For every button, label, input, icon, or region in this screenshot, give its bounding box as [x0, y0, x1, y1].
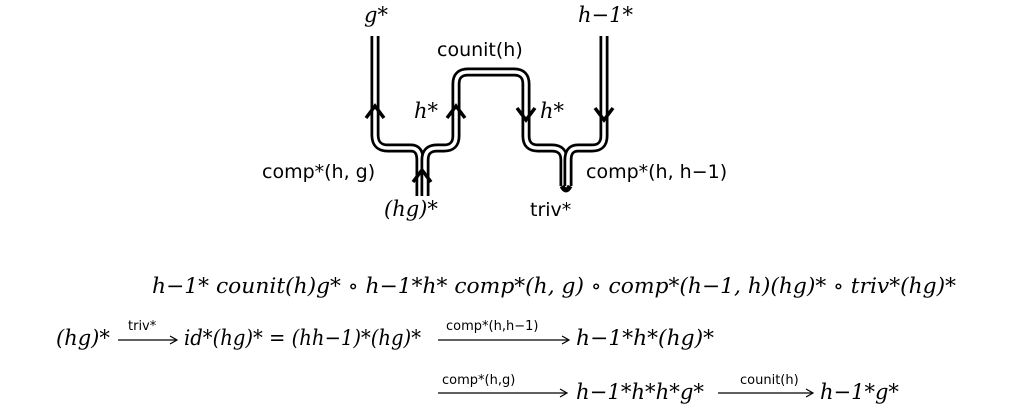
label-counit: counit(h)	[437, 39, 523, 61]
string-g-star	[370, 36, 425, 196]
arrow-up-left	[364, 103, 386, 120]
arrow-down-h-star	[515, 106, 537, 123]
eq2-arrow-label: triv*	[128, 319, 157, 334]
label-triv: triv*	[530, 199, 571, 221]
label-hg-star: (hg)*	[384, 197, 438, 221]
eq3-arrow1-label: comp*(h,g)	[442, 373, 515, 388]
eq2-left: (hg)*	[56, 326, 110, 350]
label-comp-lower-star: comp*(h, g)	[262, 161, 375, 183]
eq3-right: h−1*g*	[820, 380, 899, 404]
arrow-up-hg	[411, 167, 433, 184]
label-h-star-up: h*	[540, 99, 565, 123]
label-h-star-low: h*	[414, 99, 439, 123]
string-h-inv-star	[563, 36, 609, 186]
label-g-star: g*	[364, 3, 388, 27]
eq3-arrow-1	[438, 388, 569, 398]
eq3-arrow-2	[718, 388, 815, 398]
eq2-arrow-2	[438, 335, 571, 345]
eq2-right: h−1*h*(hg)*	[576, 326, 715, 350]
eq3-mid: h−1*h*h*g*	[576, 380, 704, 404]
label-h-inv-star-top: h−1*	[578, 3, 633, 27]
label-comp-upper-star: comp*(h, h−1)	[586, 161, 727, 183]
eq2-middle: id*(hg)* = (hh−1)*(hg)*	[184, 326, 421, 350]
eq2-arrow-1	[118, 335, 179, 345]
arrow-up-mid	[445, 103, 467, 120]
eq2-arrow2-label: comp*(h,h−1)	[446, 319, 538, 334]
arrow-down-right	[593, 106, 615, 123]
string-counit-cap	[420, 67, 569, 196]
triv-stub	[559, 184, 573, 193]
eq3-arrow2-label: counit(h)	[740, 373, 799, 388]
equation-line-1: h−1* counit(h)g* ∘ h−1*h* comp*(h, g) ∘ …	[152, 274, 957, 298]
